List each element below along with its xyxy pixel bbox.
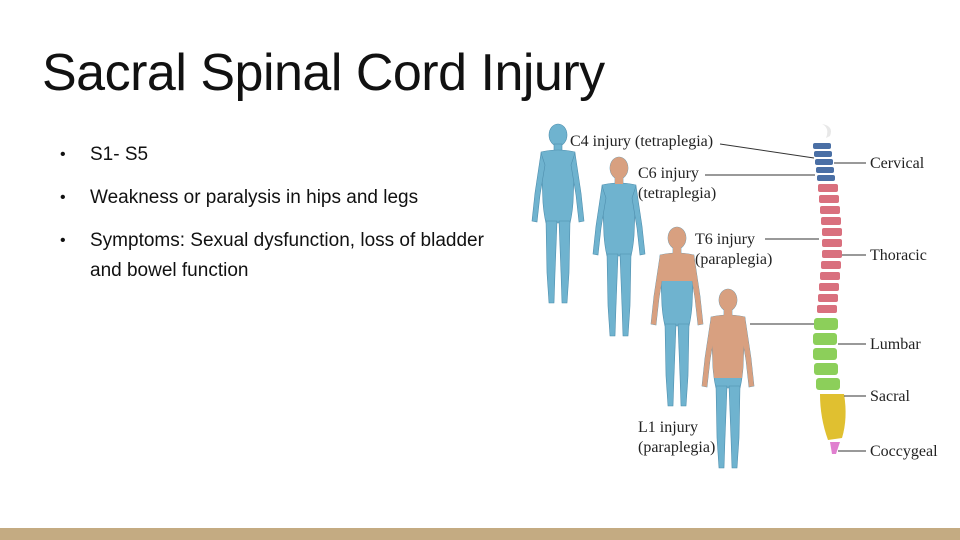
label-lumbar: Lumbar (870, 336, 921, 353)
label-sacral: Sacral (870, 388, 911, 405)
label-l1-note: (paraplegia) (638, 439, 715, 456)
label-cervical: Cervical (870, 155, 925, 172)
cervical-region (813, 143, 835, 181)
bullet-text: S1- S5 (90, 144, 149, 165)
bullet-item: • Symptoms: Sexual dysfunction, loss of b… (60, 226, 505, 286)
spinal-column (813, 124, 846, 454)
coccygeal-region (830, 442, 840, 454)
bullet-dot: • (60, 189, 66, 206)
sacral-region (820, 394, 846, 440)
bullet-dot: • (60, 232, 66, 249)
bullet-list: • S1- S5 • Weakness or paralysis in hips a… (60, 140, 505, 299)
lumbar-region (813, 318, 840, 390)
spinal-injury-figure: C4 injury (tetraplegia) C6 injury (tetra… (530, 118, 950, 470)
bullet-item: • S1- S5 (60, 140, 505, 170)
footer-bar (0, 528, 960, 540)
bullet-text: Weakness or paralysis in hips and legs (90, 187, 419, 208)
label-t6-injury: T6 injury (695, 231, 755, 248)
label-thoracic: Thoracic (870, 247, 927, 264)
label-c6-injury: C6 injury (638, 165, 699, 182)
bullet-item: • Weakness or paralysis in hips and legs (60, 183, 505, 213)
bullet-dot: • (60, 146, 66, 163)
figure-c6 (592, 156, 646, 337)
label-c6-note: (tetraplegia) (638, 185, 716, 202)
thoracic-region (817, 184, 842, 313)
figure-c4 (531, 123, 585, 304)
label-l1-injury: L1 injury (638, 419, 698, 436)
bullet-text: Symptoms: Sexual dysfunction, loss of bl… (90, 230, 484, 281)
label-t6-note: (paraplegia) (695, 251, 772, 268)
leader-lines (705, 143, 866, 452)
label-coccygeal: Coccygeal (870, 443, 938, 460)
spinal-injury-illustration: C4 injury (tetraplegia) C6 injury (tetra… (531, 123, 938, 469)
figure-t6 (650, 226, 704, 407)
figure-l1 (701, 288, 755, 469)
label-c4-injury: C4 injury (tetraplegia) (570, 133, 713, 150)
slide-title: Sacral Spinal Cord Injury (42, 44, 605, 102)
